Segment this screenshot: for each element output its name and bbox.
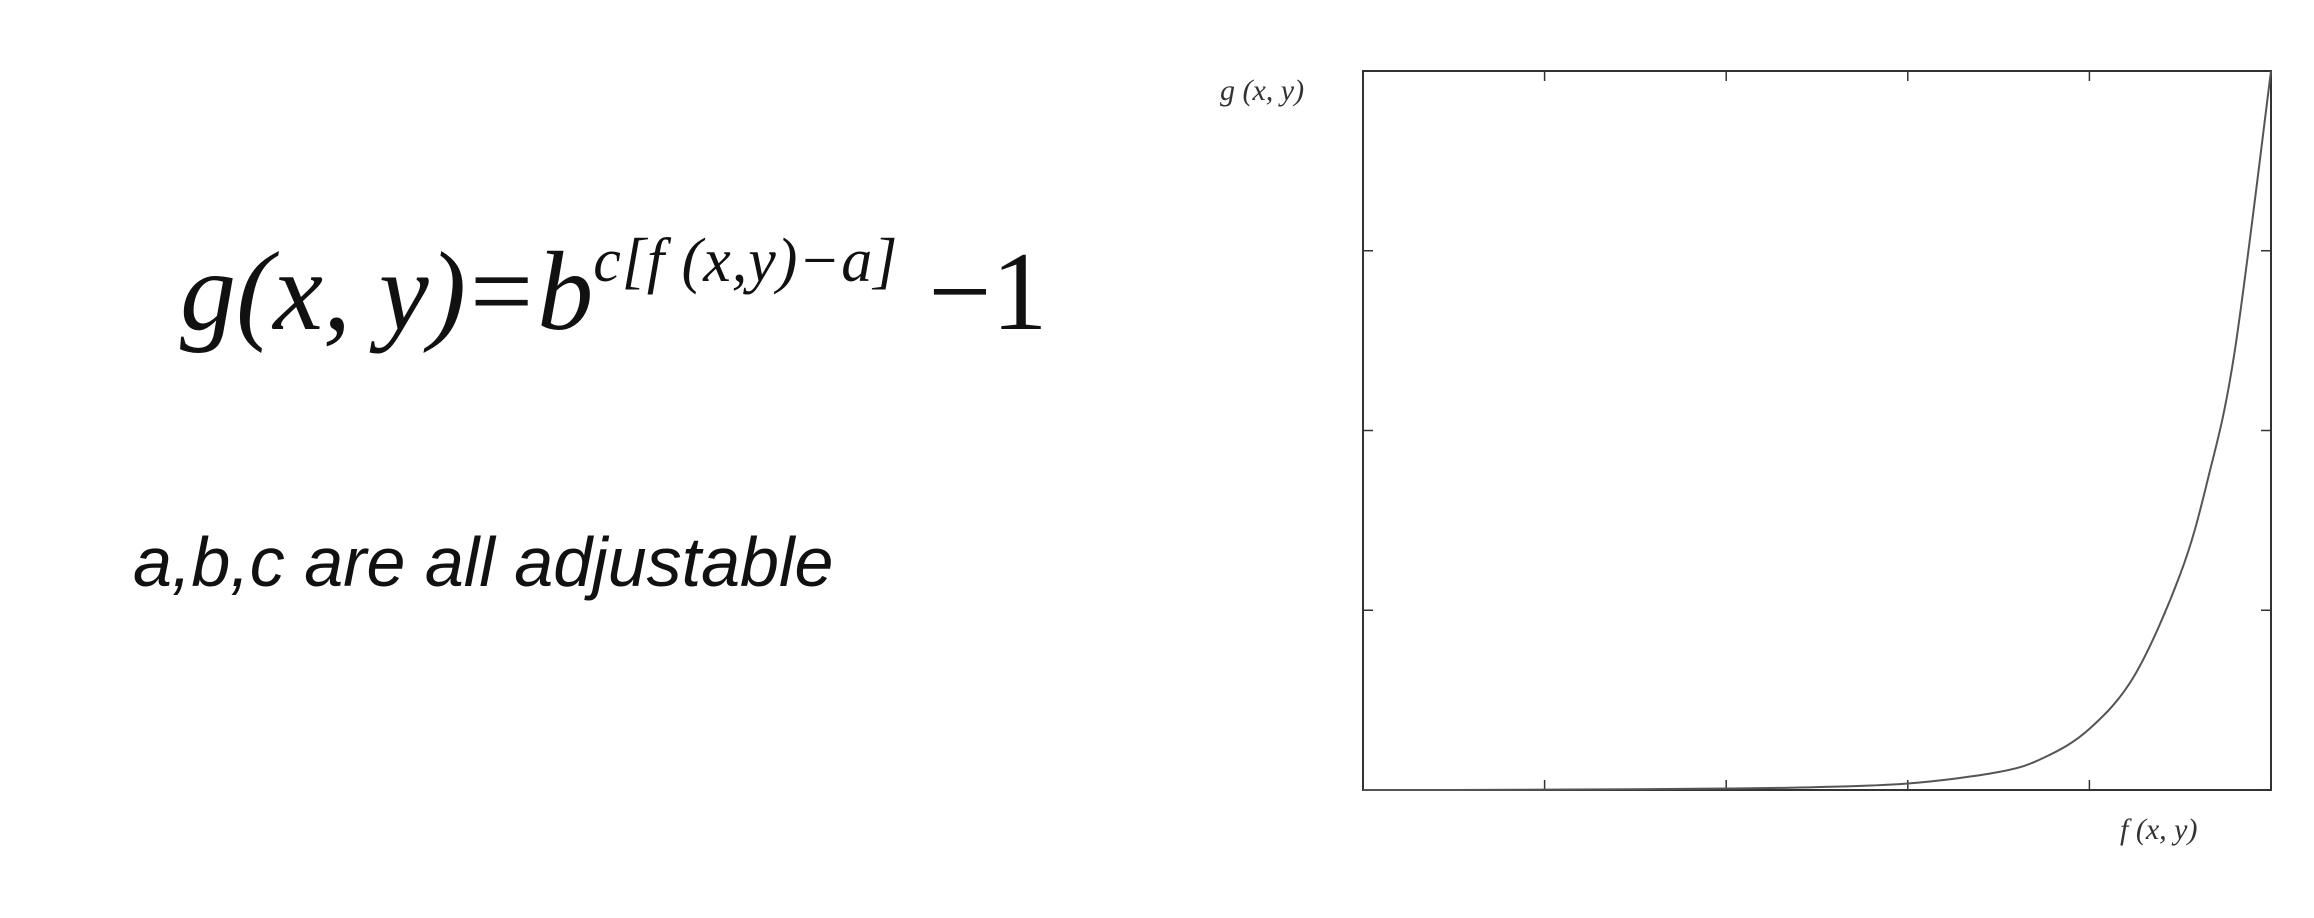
equation-exponent: c[f (x,y)−a] [593, 227, 899, 295]
equation: g(x, y) = bc[f (x,y)−a] −1 [180, 230, 1048, 348]
x-axis-ticks [1362, 71, 2272, 790]
plot-svg: g (x, y) f (x, y) [1220, 70, 2272, 846]
equation-base: b [537, 230, 594, 354]
equation-lhs: g(x, y) [180, 230, 467, 354]
y-axis-ticks [1363, 70, 2271, 791]
equation-equals: = [470, 230, 534, 354]
x-axis-label: f (x, y) [2120, 813, 2197, 846]
exponential-transform-plot: g (x, y) f (x, y) [1200, 40, 2300, 880]
plot-frame [1362, 70, 2272, 791]
series-line [1362, 70, 2272, 792]
caption-adjustable-parameters: a,b,c are all adjustable [133, 523, 834, 601]
equation-tail: −1 [928, 230, 1048, 354]
y-axis-label: g (x, y) [1220, 74, 1304, 107]
